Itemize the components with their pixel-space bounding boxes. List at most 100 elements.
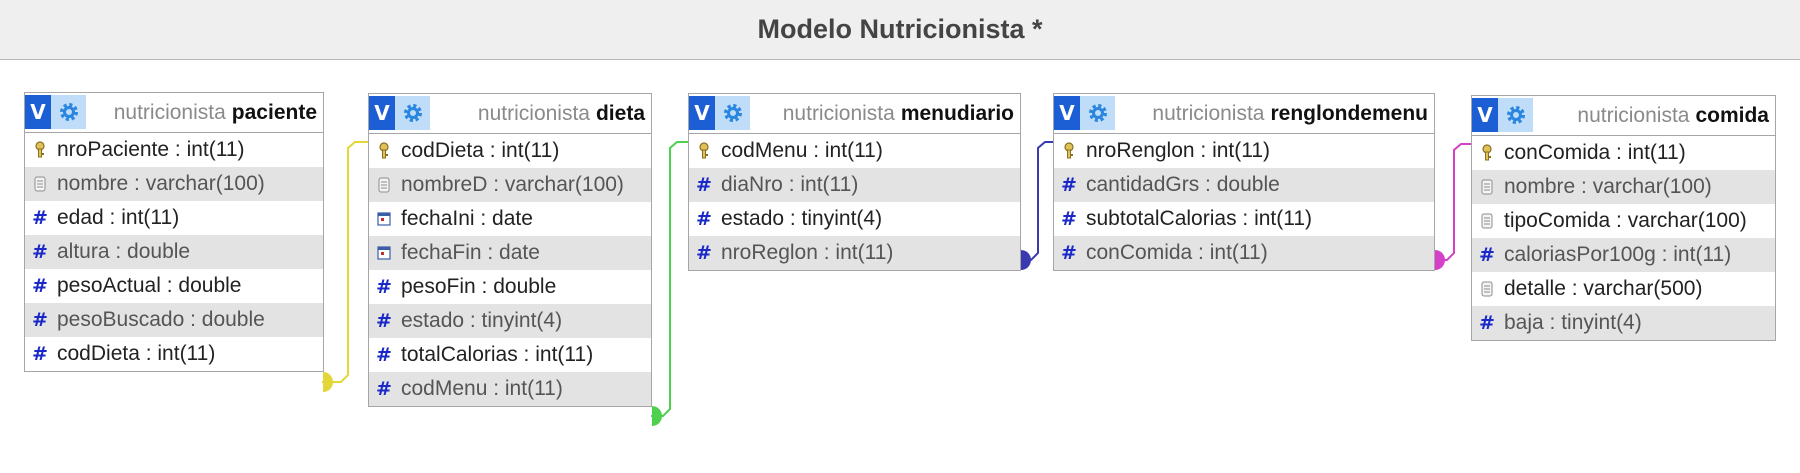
column-row[interactable]: detalle : varchar(500) [1472,272,1775,306]
column-label: codDieta : int(11) [401,139,560,162]
column-label: diaNro : int(11) [721,173,859,196]
column-label: totalCalorias : int(11) [401,343,594,366]
title-bar: Modelo Nutricionista * [0,0,1800,60]
view-button[interactable]: V [369,96,395,130]
gear-icon[interactable] [1080,96,1115,130]
column-row[interactable]: codDieta : int(11) [369,134,651,168]
link-dieta-menudiario[interactable] [651,141,690,426]
column-label: fechaFin : date [401,241,540,264]
column-row[interactable]: # totalCalorias : int(11) [369,338,651,372]
column-label: tipoComida : varchar(100) [1504,209,1747,232]
column-row[interactable]: #codMenu : int(11) [369,372,651,406]
column-row[interactable]: #pesoFin : double [369,270,651,304]
hash-icon: # [696,174,712,196]
column-list: nroRenglon : int(11) #cantidadGrs : doubl… [1054,134,1434,270]
hash-icon: # [696,242,712,264]
column-label: detalle : varchar(500) [1504,277,1703,300]
column-label: nombreD : varchar(100) [401,173,624,196]
column-row[interactable]: nombre : varchar(100) [1472,170,1775,204]
column-label: codMenu : int(11) [721,139,883,162]
text-doc-icon [1480,211,1494,231]
column-label: baja : tinyint(4) [1504,311,1642,334]
column-label: nroRenglon : int(11) [1086,139,1271,162]
column-row[interactable]: nombre : varchar(100) [25,167,323,201]
column-row[interactable]: #estado : tinyint(4) [369,304,651,338]
column-row[interactable]: #estado : tinyint(4) [689,202,1020,236]
gear-icon[interactable] [395,96,430,130]
key-icon [377,141,391,161]
column-row[interactable]: #altura : double [25,235,323,269]
column-label: caloriasPor100g : int(11) [1504,243,1732,266]
column-row[interactable]: #cantidadGrs : double [1054,168,1434,202]
column-label: codMenu : int(11) [401,377,563,400]
column-label: nroReglon : int(11) [721,241,894,264]
table-schema: nutricionista [782,101,895,125]
key-icon [697,141,711,161]
column-list: codDieta : int(11) nombreD : varchar(100)… [369,134,651,406]
text-doc-icon [1480,279,1494,299]
column-row[interactable]: #subtotalCalorias : int(11) [1054,202,1434,236]
table-name[interactable]: dieta [595,101,645,125]
column-label: subtotalCalorias : int(11) [1086,207,1313,230]
key-icon [1480,143,1494,163]
table-name[interactable]: comida [1695,103,1769,127]
column-label: pesoActual : double [57,274,242,297]
text-doc-icon [33,174,47,194]
link-paciente-dieta[interactable] [322,141,370,392]
link-menudiario-renglondemenu[interactable] [1020,141,1055,270]
hash-icon: # [32,309,48,331]
table-schema: nutricionista [477,101,590,125]
hash-icon: # [1061,174,1077,196]
hash-icon: # [32,207,48,229]
table-name[interactable]: renglondemenu [1270,101,1428,125]
column-row[interactable]: fechaFin : date [369,236,651,270]
hash-icon: # [1479,312,1495,334]
column-row[interactable]: # diaNro : int(11) [689,168,1020,202]
table-name[interactable]: paciente [231,100,317,124]
column-row[interactable]: # pesoBuscado : double [25,303,323,337]
gear-icon[interactable] [715,96,750,130]
column-label: estado : tinyint(4) [721,207,883,230]
column-label: nombre : varchar(100) [57,172,265,195]
view-button[interactable]: V [689,96,715,130]
view-button[interactable]: V [25,95,51,129]
column-row[interactable]: codMenu : int(11) [689,134,1020,168]
column-row[interactable]: # nroReglon : int(11) [689,236,1020,270]
column-row[interactable]: nroPaciente : int(11) [25,133,323,167]
column-row[interactable]: nroRenglon : int(11) [1054,134,1434,168]
column-row[interactable]: tipoComida : varchar(100) [1472,204,1775,238]
text-doc-icon [377,175,391,195]
column-row[interactable]: # baja : tinyint(4) [1472,306,1775,340]
column-row[interactable]: fechaIni : date [369,202,651,236]
hash-icon: # [1061,242,1077,264]
key-icon [1062,141,1076,161]
column-row[interactable]: #codDieta : int(11) [25,337,323,371]
view-button[interactable]: V [1472,98,1498,132]
column-row[interactable]: #edad : int(11) [25,201,323,235]
column-row[interactable]: nombreD : varchar(100) [369,168,651,202]
column-row[interactable]: #conComida : int(11) [1054,236,1434,270]
column-label: pesoBuscado : double [57,308,265,331]
hash-icon: # [32,343,48,365]
gear-icon[interactable] [51,95,86,129]
view-button[interactable]: V [1054,96,1080,130]
column-row[interactable]: #pesoActual : double [25,269,323,303]
hash-icon: # [376,344,392,366]
gear-icon[interactable] [1498,98,1533,132]
column-row[interactable]: # caloriasPor100g : int(11) [1472,238,1775,272]
link-renglondemenu-comida[interactable] [1434,143,1473,270]
table-name[interactable]: menudiario [900,101,1014,125]
hash-icon: # [1479,244,1495,266]
column-row[interactable]: conComida : int(11) [1472,136,1775,170]
